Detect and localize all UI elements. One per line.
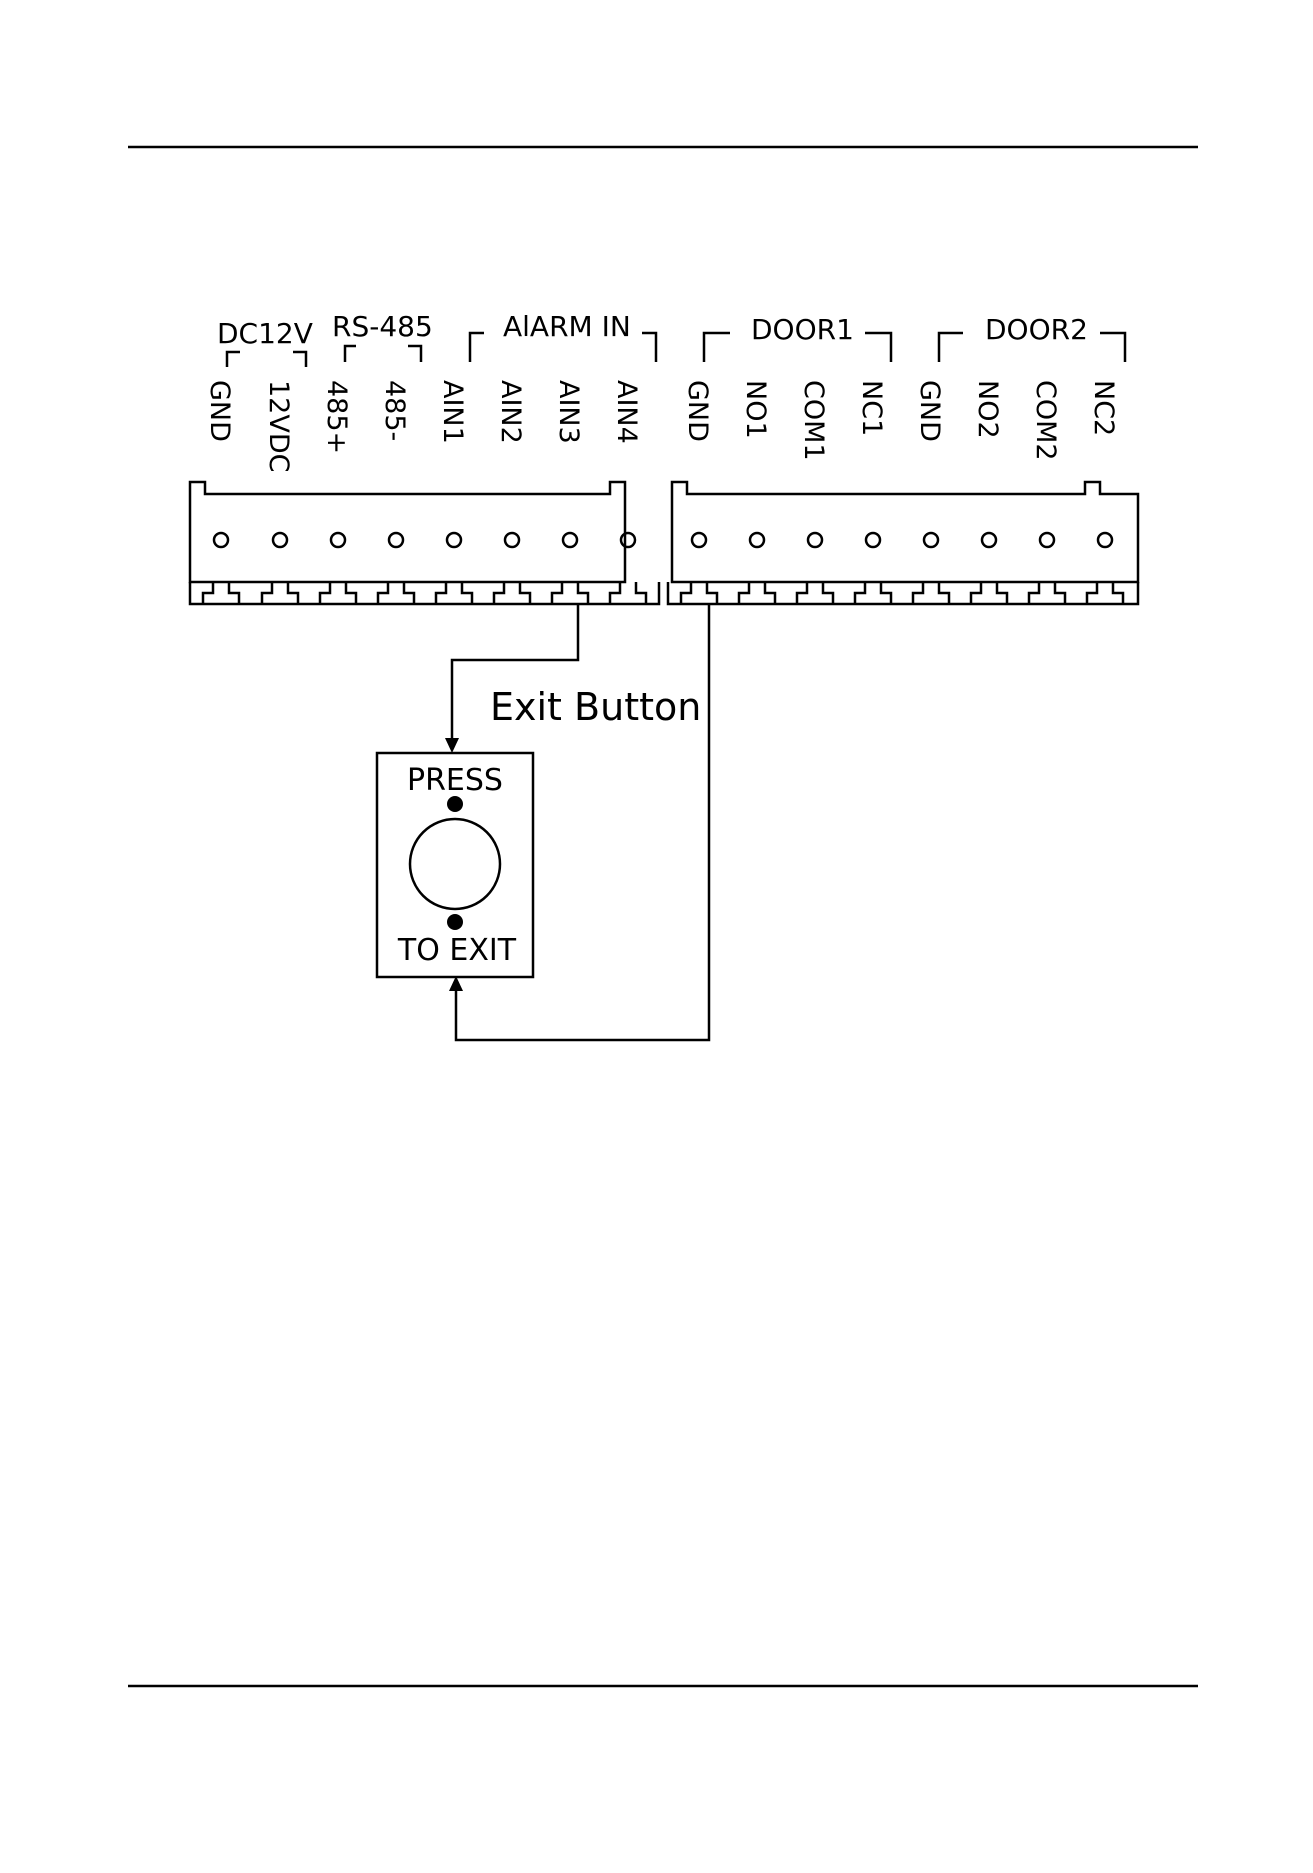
right-terminal-hole-5 [924, 533, 938, 547]
exit-button-press-label: PRESS [407, 763, 503, 798]
right-terminal-label-4: NC1 [856, 380, 887, 436]
bracket-alarm-right [642, 333, 656, 362]
right-terminal-block [672, 482, 1138, 582]
bracket-door2-left [939, 333, 963, 362]
right-terminal-hole-8 [1098, 533, 1112, 547]
left-terminal-tooth-7 [552, 582, 588, 604]
left-terminal-labels: GND 12VDC 485+ 485- AIN1 AIN2 AIN3 AIN4 [204, 380, 642, 472]
right-terminal-hole-2 [750, 533, 764, 547]
right-terminal-tooth-7 [1029, 582, 1065, 604]
left-terminal-hole-3 [331, 533, 345, 547]
right-terminal-labels: GND NO1 COM1 NC1 GND NO2 COM2 NC2 [682, 380, 1119, 461]
left-terminal-hole-6 [505, 533, 519, 547]
left-terminal-label-2: 12VDC [263, 380, 294, 472]
right-terminal-tooth-2 [739, 582, 775, 604]
right-terminal-hole-3 [808, 533, 822, 547]
left-terminal-label-7: AIN3 [553, 380, 584, 444]
right-terminal-label-6: NO2 [972, 380, 1003, 439]
press-dot-icon [447, 796, 463, 812]
right-terminal-hole-1 [692, 533, 706, 547]
group-label-door1: DOOR1 [751, 313, 854, 346]
left-terminal-tooth-5 [436, 582, 472, 604]
bracket-door1-right [865, 333, 891, 362]
left-terminal-hole-8 [621, 533, 635, 547]
right-terminal-tooth-4 [855, 582, 891, 604]
left-terminal-label-6: AIN2 [495, 380, 526, 444]
left-terminal-tooth-3 [320, 582, 356, 604]
right-terminal-tooth-1 [681, 582, 717, 604]
right-terminal-hole-7 [1040, 533, 1054, 547]
right-terminal-label-2: NO1 [740, 380, 771, 439]
exit-button-title: Exit Button [490, 685, 701, 729]
right-terminal-tooth-6 [971, 582, 1007, 604]
bracket-rs485-left [345, 346, 356, 362]
left-terminal-hole-2 [273, 533, 287, 547]
wire-gnd-to-button [456, 604, 709, 1040]
exit-button-to-exit-label: TO EXIT [397, 933, 517, 968]
group-label-door2: DOOR2 [985, 313, 1088, 346]
left-terminal-hole-7 [563, 533, 577, 547]
right-terminal-tooth-5 [913, 582, 949, 604]
left-terminal-block [190, 482, 625, 582]
group-label-dc12v: DC12V [217, 317, 313, 350]
right-terminal-label-1: GND [682, 380, 713, 442]
right-terminal-hole-4 [866, 533, 880, 547]
right-terminal-label-5: GND [914, 380, 945, 442]
bracket-alarm-left [470, 333, 484, 362]
bracket-door1-left [704, 333, 730, 362]
right-terminal-label-3: COM1 [798, 380, 829, 461]
exit-dot-icon [447, 914, 463, 930]
right-terminal-hole-6 [982, 533, 996, 547]
left-terminal-tooth-8 [610, 582, 646, 604]
arrow-down-icon [445, 738, 459, 753]
bracket-door2-right [1100, 333, 1125, 362]
left-terminal-tooth-2 [262, 582, 298, 604]
group-label-rs485: RS-485 [332, 310, 433, 343]
left-terminal-hole-5 [447, 533, 461, 547]
left-terminal-hole-1 [214, 533, 228, 547]
left-terminal-label-8: AIN4 [611, 380, 642, 444]
left-terminal-label-4: 485- [379, 380, 410, 441]
left-terminal-label-5: AIN1 [437, 380, 468, 444]
left-terminal-holes [214, 533, 635, 547]
group-label-alarm-in: AlARM IN [503, 310, 631, 343]
bracket-rs485-right [408, 346, 421, 362]
left-terminal-label-1: GND [204, 380, 235, 442]
right-terminal-tooth-3 [797, 582, 833, 604]
bracket-dc12v-left [227, 352, 240, 367]
right-terminal-teeth [668, 582, 1138, 604]
left-terminal-tooth-1 [203, 582, 239, 604]
exit-push-button [410, 819, 500, 909]
bracket-dc12v-right [293, 352, 306, 367]
left-terminal-tooth-6 [494, 582, 530, 604]
right-terminal-tooth-8 [1087, 582, 1123, 604]
left-terminal-label-3: 485+ [321, 380, 352, 454]
left-terminal-teeth [190, 582, 659, 604]
right-terminal-holes [692, 533, 1112, 547]
left-terminal-hole-4 [389, 533, 403, 547]
left-terminal-tooth-4 [378, 582, 414, 604]
right-terminal-label-8: NC2 [1088, 380, 1119, 436]
right-terminal-label-7: COM2 [1030, 380, 1061, 461]
